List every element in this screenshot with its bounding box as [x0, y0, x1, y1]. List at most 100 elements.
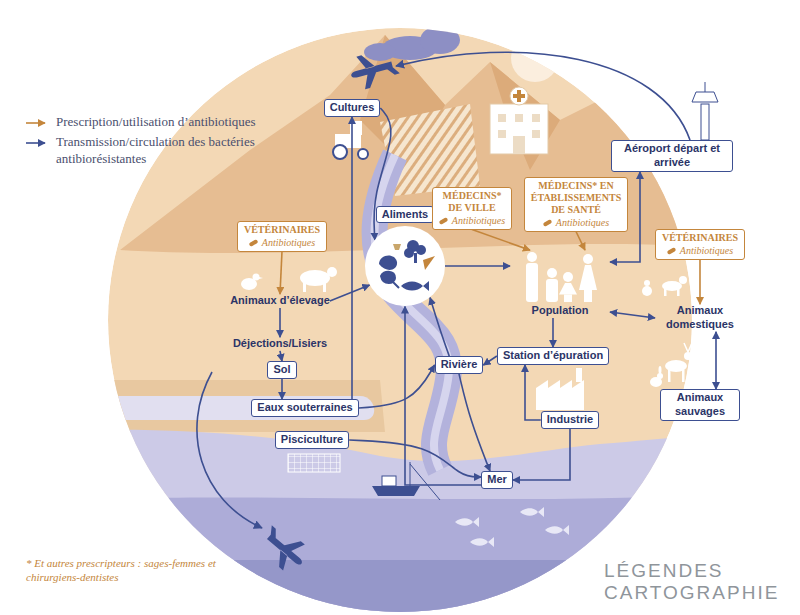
- meat-icon: [379, 256, 397, 271]
- hospital: [515, 114, 523, 122]
- flow-arrow: [610, 312, 655, 318]
- label-block: Aéroport départ et arrivée: [617, 142, 727, 170]
- node-text: Rivière: [441, 358, 478, 370]
- node-text: Pisciculture: [281, 433, 343, 445]
- node-text: Animaux sauvages: [675, 391, 725, 417]
- node-text: Mer: [487, 473, 507, 485]
- label-block: Industrie: [547, 413, 593, 427]
- hospital: [510, 87, 528, 105]
- person-body: [579, 265, 597, 290]
- cloud: [420, 26, 460, 54]
- antibiotic-row: Antibiotiques: [531, 216, 621, 229]
- fish-icon: [401, 281, 429, 291]
- factory: [576, 368, 582, 382]
- node-text: Antibiotiques: [680, 245, 733, 256]
- flow-arrow: [699, 260, 701, 305]
- sun: [511, 34, 559, 82]
- label-block: MÉDECINS* DE VILLE: [439, 190, 505, 214]
- crops-box: Cultures: [324, 99, 381, 117]
- flow-arrow: [525, 365, 541, 420]
- wildlife-box: Animaux sauvages: [660, 389, 740, 421]
- livestock-label: Animaux d’élevage: [230, 294, 330, 308]
- label-block: Pisciculture: [281, 433, 343, 447]
- node-text: Population: [532, 304, 589, 316]
- hospital: [498, 114, 506, 122]
- cat: [642, 280, 652, 296]
- legend: Prescription/utilisation d’antibiotiques…: [24, 114, 291, 171]
- tractor: [333, 145, 347, 159]
- node-text: VÉTÉRINAIRES: [662, 232, 738, 243]
- label-block: Sol: [273, 363, 290, 377]
- fishing-boat: [382, 476, 396, 486]
- fish: [455, 517, 479, 527]
- legend-arrow: [26, 142, 45, 144]
- broccoli-icon: [404, 240, 426, 263]
- fish: [520, 507, 544, 517]
- label-block: Rivière: [441, 358, 478, 372]
- fish: [545, 525, 569, 535]
- flow-arrow: [430, 298, 449, 357]
- label-block: Cultures: [330, 101, 375, 115]
- dog: [679, 276, 687, 284]
- flight-arc: [197, 372, 262, 528]
- doctor-box: MÉDECINS* DE VILLE Antibiotiques: [432, 187, 512, 230]
- airplane: [347, 47, 402, 92]
- tractor: [333, 121, 368, 159]
- dog: [662, 276, 687, 296]
- chicken: [259, 277, 263, 279]
- person-body: [559, 283, 577, 295]
- fish: [455, 507, 569, 547]
- flow-arrow: [351, 117, 353, 399]
- flow-arrow: [281, 379, 283, 399]
- antibiotic-row: Antibiotiques: [662, 244, 738, 257]
- person-head: [527, 252, 537, 262]
- antibiotic-row: Antibiotiques: [439, 214, 505, 227]
- label-block: MÉDECINS* EN ÉTABLISSEMENTS DE SANTÉ: [531, 180, 621, 216]
- control-tower: [705, 82, 706, 92]
- soil-layer: [90, 380, 385, 432]
- node-text: VÉTÉRINAIRES: [244, 224, 320, 235]
- deer: [682, 370, 685, 382]
- sea-box: Mer: [481, 471, 513, 489]
- control-tower: [692, 82, 718, 140]
- pill-icon: [248, 239, 258, 247]
- label-block: Eaux souterraines: [257, 401, 352, 415]
- flight-arc: [396, 52, 690, 140]
- flow-arrow: [280, 351, 282, 361]
- broccoli-icon: [416, 245, 426, 255]
- hospital: [532, 114, 540, 122]
- airport-box: Aéroport départ et arrivée: [611, 140, 733, 172]
- node-text: Aéroport départ et arrivée: [624, 142, 720, 168]
- control-tower: [692, 92, 718, 102]
- label-block: Station d’épuration: [503, 349, 603, 363]
- cat: [644, 280, 650, 286]
- person-body: [526, 263, 538, 302]
- food-circle-shape: [365, 226, 445, 306]
- flow-arrow: [280, 252, 282, 295]
- dog: [677, 289, 680, 296]
- label-block: Animaux sauvages: [666, 391, 734, 419]
- deer: [684, 352, 692, 360]
- flow-arrow: [552, 318, 554, 347]
- factory: [536, 380, 584, 410]
- hospital: [513, 136, 525, 154]
- cloud: [634, 75, 666, 93]
- hospital-doctor-box: MÉDECINS* EN ÉTABLISSEMENTS DE SANTÉAnti…: [524, 177, 628, 232]
- manure-label: Déjections/Lisiers: [233, 337, 327, 351]
- label-block: VÉTÉRINAIRES: [244, 224, 320, 236]
- flow-arrow: [330, 285, 370, 301]
- label-block: Population: [510, 304, 610, 318]
- cloud: [574, 71, 626, 93]
- population-node: Population: [510, 250, 610, 318]
- node-text: Antibiotiques: [452, 215, 505, 226]
- legend-text: Prescription/utilisation d’antibiotiques: [56, 114, 291, 130]
- vet-box: VÉTÉRINAIRESAntibiotiques: [237, 221, 327, 252]
- pill-icon: [542, 219, 552, 227]
- node-text: MÉDECINS* DE VILLE: [443, 190, 502, 213]
- person-body: [546, 279, 558, 302]
- river-box: Rivière: [435, 356, 484, 374]
- chicken: [253, 274, 260, 281]
- people-figures: [510, 250, 610, 302]
- flow-arrow: [359, 365, 435, 408]
